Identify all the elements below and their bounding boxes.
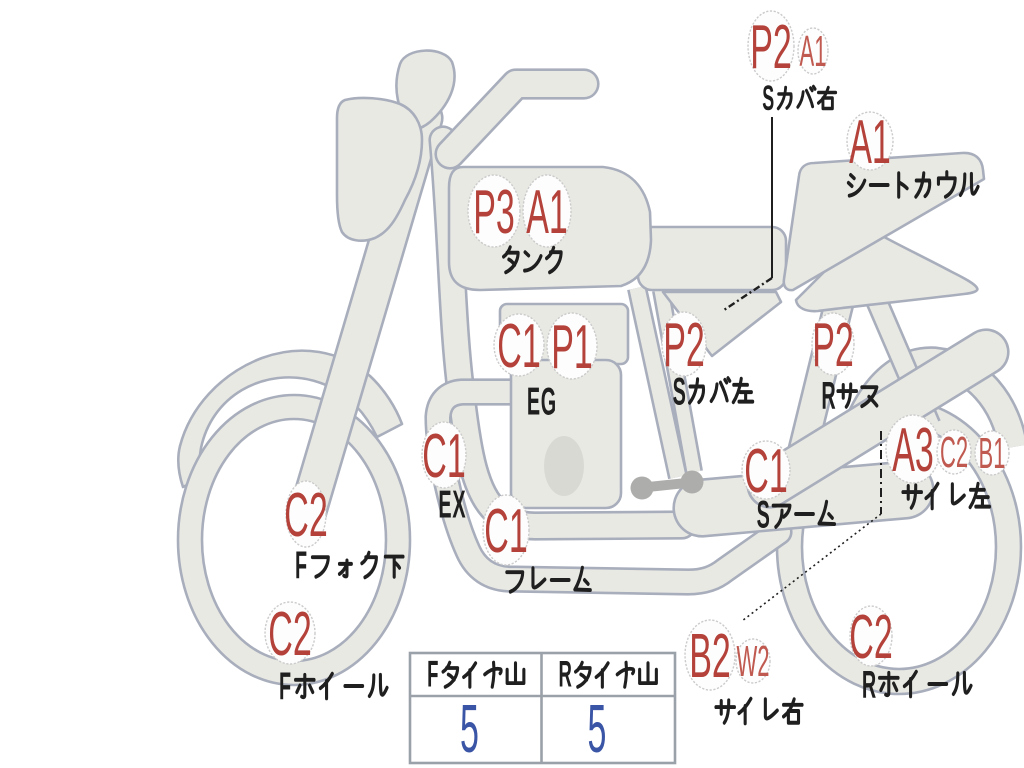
svg-text:R: R [821, 373, 835, 417]
svg-text:A1: A1 [849, 107, 891, 176]
svg-text:P2: P2 [663, 310, 705, 379]
svg-text:C1: C1 [422, 421, 465, 490]
svg-text:B1: B1 [979, 430, 1006, 478]
svg-text:C2: C2 [940, 429, 968, 477]
svg-text:E: E [438, 482, 451, 526]
svg-text:W2: W2 [737, 638, 770, 686]
svg-text:A1: A1 [800, 28, 827, 76]
svg-text:P1: P1 [551, 312, 593, 381]
svg-text:P2: P2 [812, 310, 854, 379]
svg-text:A1: A1 [526, 177, 568, 246]
svg-text:B2: B2 [689, 621, 731, 690]
svg-text:P2: P2 [750, 12, 792, 81]
svg-text:R: R [862, 662, 876, 706]
svg-text:C1: C1 [744, 436, 787, 505]
svg-text:5: 5 [588, 691, 607, 767]
svg-text:S: S [762, 78, 774, 117]
svg-text:5: 5 [460, 691, 479, 767]
svg-text:F: F [427, 655, 438, 695]
svg-text:P3: P3 [473, 177, 515, 246]
svg-text:C2: C2 [849, 602, 892, 671]
svg-text:F: F [295, 543, 307, 587]
svg-text:E: E [527, 379, 540, 423]
svg-text:F: F [279, 664, 291, 708]
svg-text:C1: C1 [484, 496, 527, 565]
svg-text:C2: C2 [284, 480, 327, 549]
svg-text:X: X [452, 482, 465, 526]
svg-text:R: R [558, 655, 571, 695]
svg-text:C1: C1 [497, 311, 540, 380]
svg-text:A3: A3 [892, 415, 934, 484]
svg-text:G: G [541, 379, 556, 423]
svg-text:S: S [757, 492, 770, 536]
svg-text:C2: C2 [268, 599, 311, 668]
svg-text:S: S [673, 369, 686, 413]
